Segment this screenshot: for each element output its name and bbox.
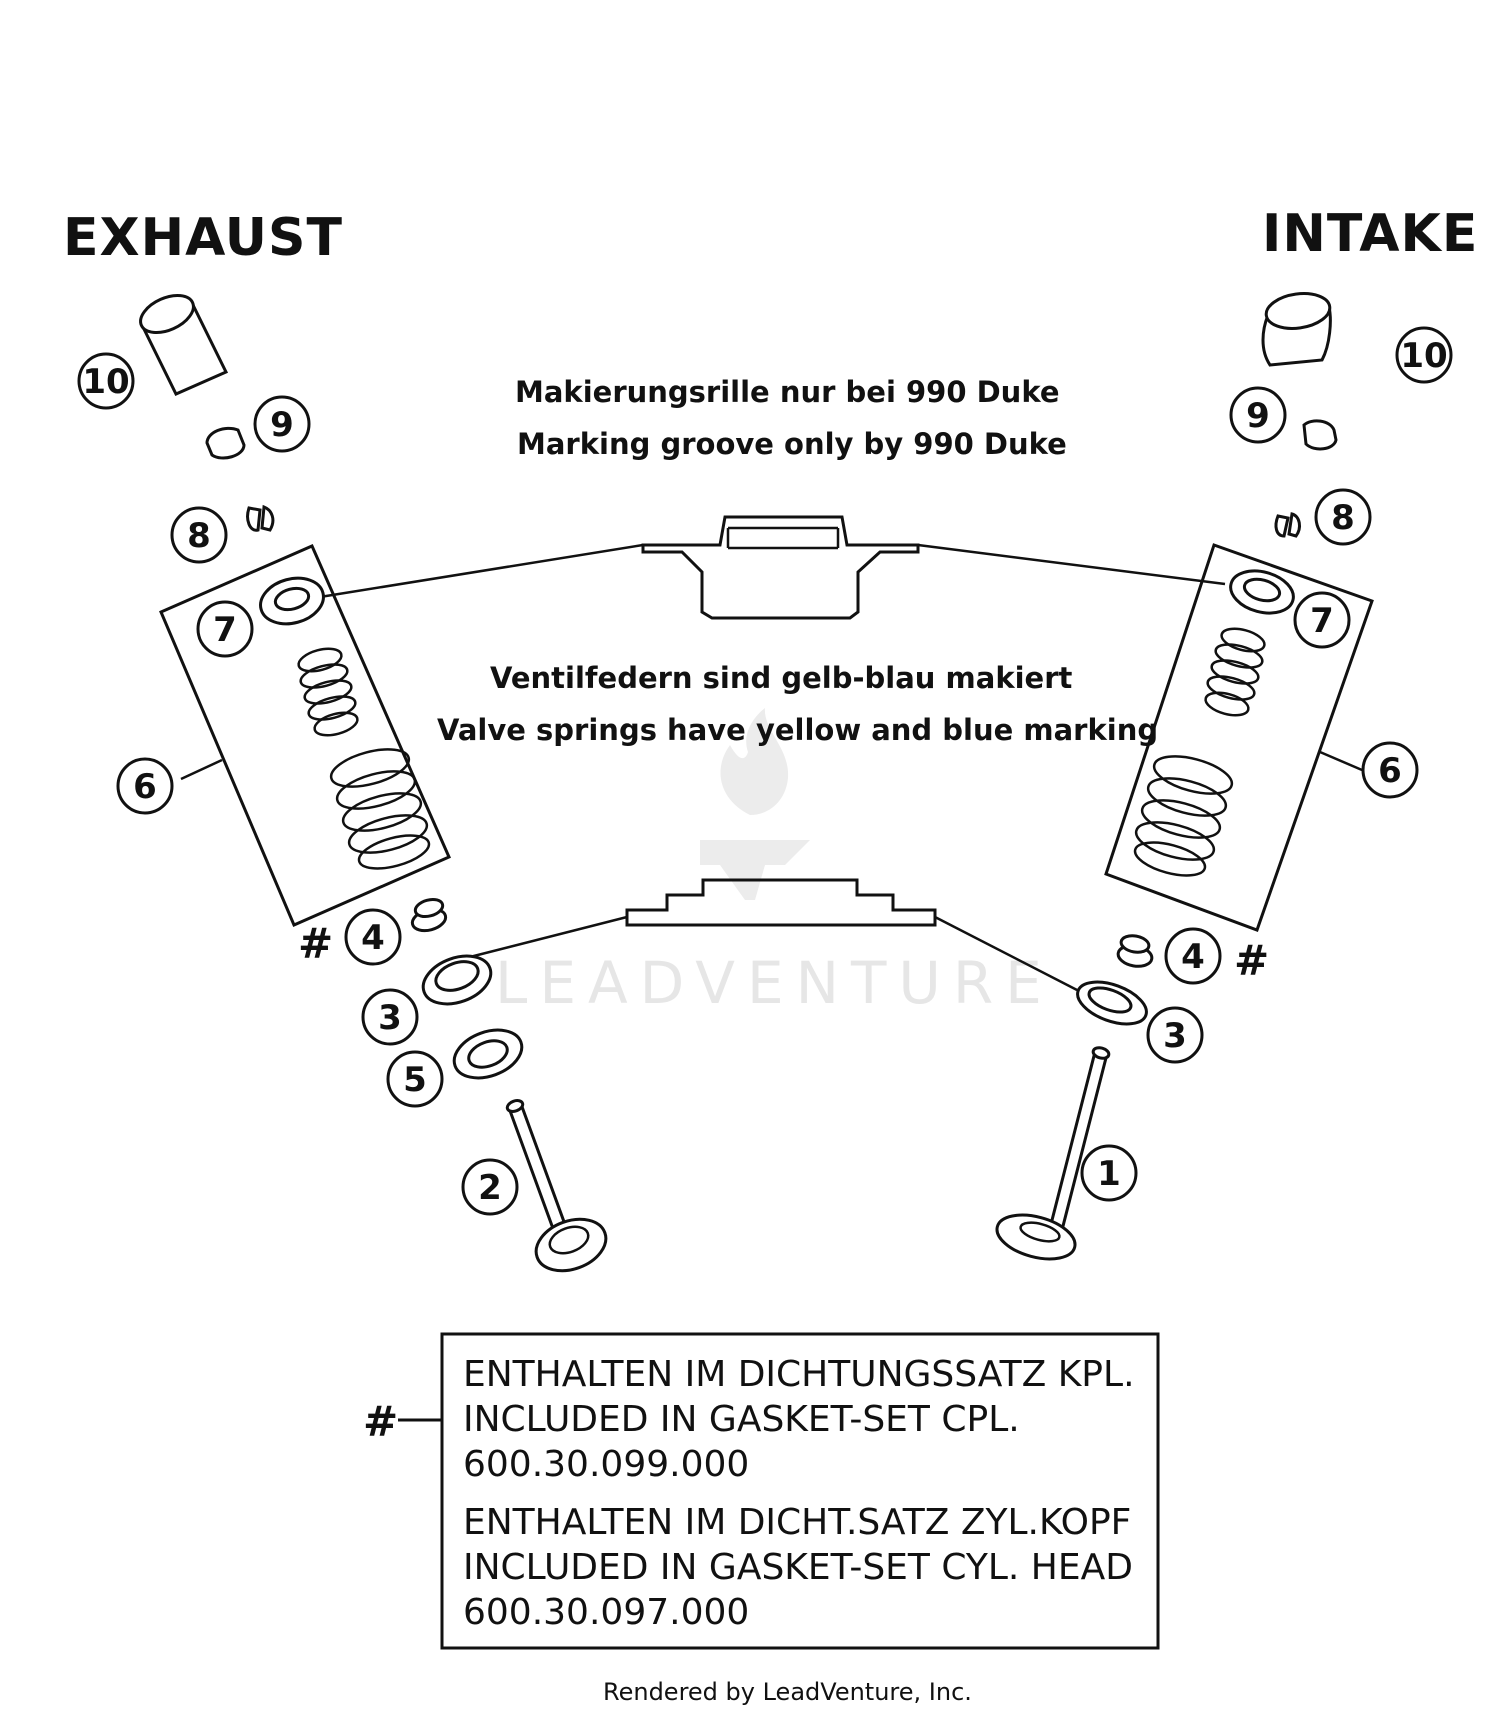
- callout-8-intake: 8: [1314, 488, 1372, 546]
- intake-valve: [995, 1046, 1111, 1261]
- exhaust-inner-spring: [297, 647, 359, 737]
- intake-heading: INTAKE: [1262, 204, 1478, 264]
- exhaust-shim: [205, 426, 246, 460]
- intake-valve-stem-seal: [1116, 934, 1154, 968]
- callout-9-exhaust: 9: [253, 395, 311, 453]
- groove-note-de: Makierungsrille nur bei 990 Duke: [515, 375, 1060, 409]
- hash-marker-exhaust: #: [298, 919, 333, 968]
- svg-text:1: 1: [1097, 1154, 1121, 1194]
- legend-line-2: INCLUDED IN GASKET-SET CPL.: [463, 1399, 1020, 1440]
- callout-3-exhaust: 3: [361, 988, 419, 1046]
- callout-3-intake: 3: [1146, 1006, 1204, 1064]
- legend-hash-marker: #: [363, 1397, 398, 1446]
- legend-line-1: ENTHALTEN IM DICHTUNGSSATZ KPL.: [463, 1354, 1135, 1395]
- svg-text:7: 7: [1310, 601, 1334, 641]
- callout-9-intake: 9: [1229, 386, 1287, 444]
- exhaust-valve-seat-washer: [421, 954, 493, 1006]
- exhaust-valve-keepers: [246, 504, 275, 532]
- legend-line-5: INCLUDED IN GASKET-SET CYL. HEAD: [463, 1547, 1133, 1588]
- exhaust-valve: [505, 1099, 608, 1273]
- svg-text:9: 9: [270, 405, 294, 445]
- svg-text:3: 3: [378, 998, 402, 1038]
- callout-8-exhaust: 8: [170, 506, 228, 564]
- flame-watermark-icon: [720, 708, 789, 815]
- callout-10-exhaust: 10: [77, 352, 135, 410]
- render-credit: Rendered by LeadVenture, Inc.: [603, 1678, 972, 1706]
- valve-seal-detail: [625, 878, 937, 927]
- intake-valve-keepers: [1274, 512, 1301, 538]
- svg-text:7: 7: [213, 610, 237, 650]
- legend-line-6: 600.30.097.000: [463, 1592, 749, 1633]
- intake-inner-spring: [1204, 627, 1266, 717]
- intake-spring-retainer: [1229, 569, 1295, 615]
- callout-6-exhaust: 6: [116, 757, 174, 815]
- svg-text:10: 10: [82, 362, 129, 402]
- intake-tappet: [1261, 292, 1332, 367]
- svg-text:6: 6: [133, 767, 157, 807]
- legend-box: [440, 1332, 1160, 1650]
- svg-text:4: 4: [1181, 937, 1205, 977]
- exhaust-outer-spring: [329, 748, 431, 870]
- svg-text:5: 5: [403, 1060, 427, 1100]
- legend-line-4: ENTHALTEN IM DICHT.SATZ ZYL.KOPF: [463, 1502, 1131, 1543]
- callout-6-intake: 6: [1361, 741, 1419, 799]
- exhaust-tappet: [139, 293, 229, 396]
- intake-shim: [1302, 419, 1338, 451]
- legend: # ENTHALTEN IM DICHTUNGSSATZ KPL. INCLUD…: [363, 1332, 1160, 1650]
- leader-lines: [180, 543, 1363, 992]
- callout-2-exhaust: 2: [461, 1158, 519, 1216]
- springs-note-de: Ventilfedern sind gelb-blau makiert: [490, 661, 1073, 695]
- retainer-groove-detail: [641, 515, 920, 620]
- callout-7-exhaust: 7: [196, 600, 254, 658]
- callout-10-intake: 10: [1395, 326, 1453, 384]
- callout-4-exhaust: 4: [344, 908, 402, 966]
- callout-1-intake: 1: [1080, 1144, 1138, 1202]
- callout-7-intake: 7: [1293, 591, 1351, 649]
- exhaust-heading: EXHAUST: [63, 208, 343, 268]
- exhaust-spring-retainer: [259, 576, 325, 626]
- exhaust-valve-stem-seal: [410, 897, 448, 933]
- exhaust-spring-group-frame: [159, 544, 451, 927]
- legend-line-3: 600.30.099.000: [463, 1444, 749, 1485]
- callout-5-exhaust: 5: [386, 1050, 444, 1108]
- watermark: LEADVENTURE: [495, 708, 1054, 1017]
- watermark-text: LEADVENTURE: [495, 949, 1054, 1017]
- intake-outer-spring: [1133, 755, 1234, 877]
- logo-watermark-icon: [700, 840, 810, 900]
- springs-note-en: Valve springs have yellow and blue marki…: [437, 713, 1158, 747]
- svg-text:2: 2: [478, 1168, 502, 1208]
- groove-note-en: Marking groove only by 990 Duke: [517, 427, 1067, 461]
- svg-text:8: 8: [1331, 498, 1355, 538]
- intake-valve-seat-washer: [1076, 980, 1148, 1026]
- intake-spring-group-frame: [1104, 543, 1374, 932]
- svg-text:4: 4: [361, 918, 385, 958]
- svg-text:10: 10: [1400, 336, 1447, 376]
- exhaust-shim-washer: [452, 1028, 524, 1080]
- svg-text:6: 6: [1378, 751, 1402, 791]
- svg-text:9: 9: [1246, 396, 1270, 436]
- svg-text:3: 3: [1163, 1016, 1187, 1056]
- hash-marker-intake: #: [1234, 936, 1269, 985]
- svg-text:8: 8: [187, 516, 211, 556]
- callout-4-intake: 4: [1164, 927, 1222, 985]
